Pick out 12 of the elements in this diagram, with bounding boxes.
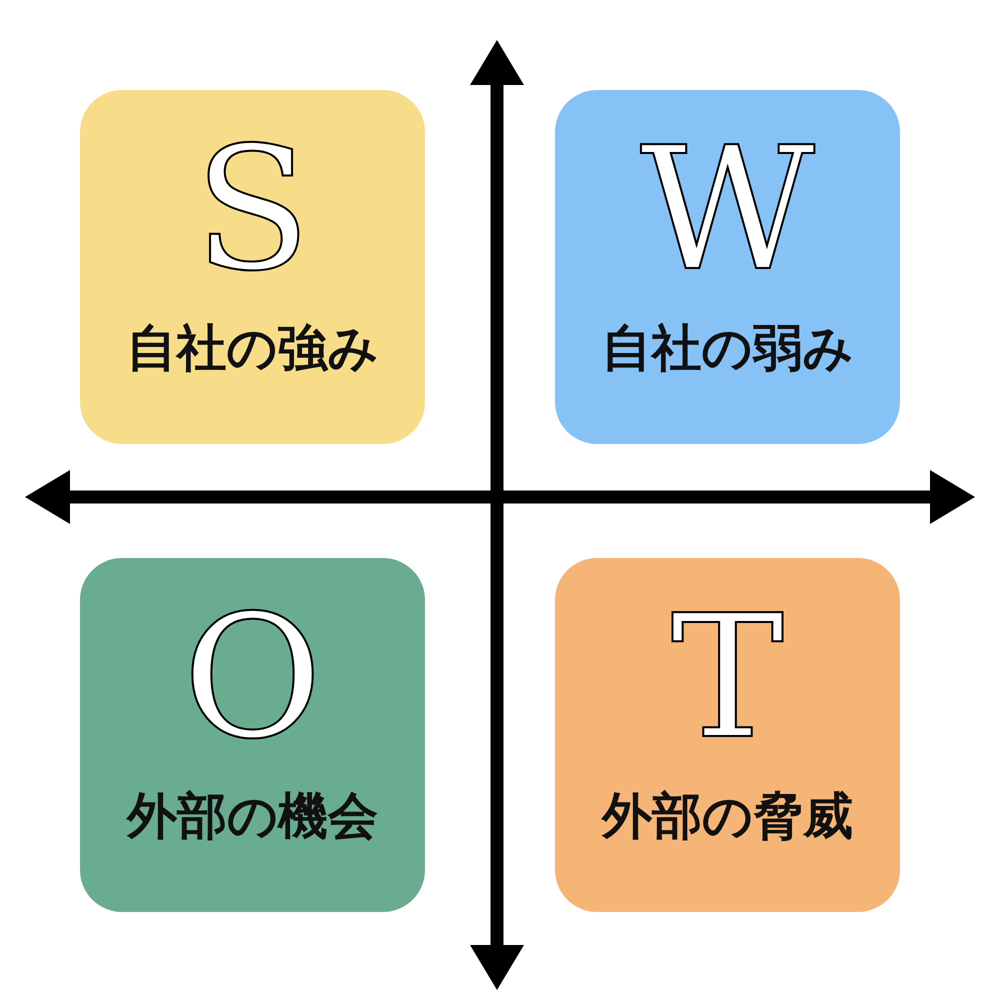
quadrant-card [555,90,900,444]
quadrant-letter: S [194,120,311,300]
quadrant-letter: T [670,588,784,768]
quadrant-letter: O [182,588,322,768]
quadrant-label: 外部の機会 [127,786,378,846]
quadrant-card [80,90,425,444]
quadrant-label: 自社の弱み [602,318,854,378]
quadrant-card [555,558,900,912]
quadrant-letter: W [640,120,815,300]
quadrant-card [80,558,425,912]
quadrant-label: 自社の強み [126,318,378,378]
quadrant-label: 外部の脅威 [602,786,853,846]
